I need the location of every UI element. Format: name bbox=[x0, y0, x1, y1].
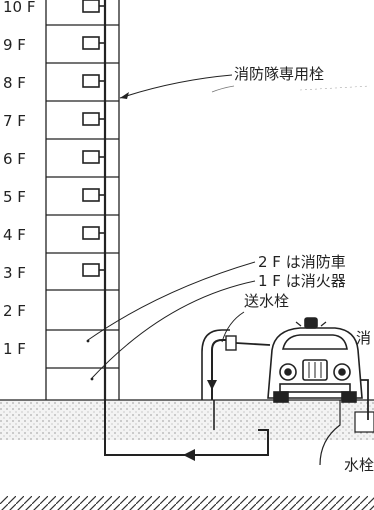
sketch-stroke bbox=[211, 85, 235, 93]
ground bbox=[0, 399, 374, 466]
hose-outlet-box bbox=[82, 226, 105, 240]
water-source-label: 水栓 bbox=[344, 456, 374, 474]
sketch-stroke bbox=[299, 85, 371, 91]
partial-right-label: 消 bbox=[356, 329, 371, 347]
hose-outlets bbox=[82, 0, 105, 277]
foundation-hatching bbox=[0, 496, 374, 510]
inlet-label: 送水栓 bbox=[244, 292, 289, 310]
floor1-leader-dot bbox=[90, 377, 94, 381]
truck-tire-left bbox=[273, 391, 289, 403]
floor-label-1f: 1 F bbox=[3, 340, 26, 358]
hydrant-leader-arrow bbox=[120, 92, 129, 99]
hose-outlet-box bbox=[82, 0, 105, 13]
truck-tire-right bbox=[341, 391, 357, 403]
hose-outlet-box bbox=[82, 188, 105, 202]
manhole-wall bbox=[319, 400, 341, 466]
floor2-leader-line bbox=[87, 261, 256, 341]
dedicated-hydrant-label: 消防隊専用栓 bbox=[234, 65, 324, 83]
floor-label-4f: 4 F bbox=[3, 226, 26, 244]
floor-label-3f: 3 F bbox=[3, 264, 26, 282]
floor2-leader-dot bbox=[86, 339, 90, 343]
hose-outlet-box bbox=[82, 112, 105, 126]
floor-label-9f: 9 F bbox=[3, 36, 26, 54]
floor1-leader-line bbox=[91, 280, 256, 379]
building bbox=[45, 0, 120, 400]
floor2-note: 2 F は消防車 bbox=[258, 253, 346, 271]
siren-ray bbox=[295, 321, 302, 327]
hose-outlet-box bbox=[82, 150, 105, 164]
inlet-valve bbox=[225, 335, 237, 351]
siren-ray bbox=[320, 321, 327, 327]
hose-outlet-box bbox=[82, 263, 105, 277]
inlet-leader-line bbox=[221, 311, 245, 343]
floor-label-7f: 7 F bbox=[3, 112, 26, 130]
inlet-down-arrow-head bbox=[207, 380, 217, 390]
flow-arrow bbox=[183, 449, 195, 461]
floor1-note: 1 F は消火器 bbox=[258, 272, 346, 290]
siren-light-icon bbox=[304, 317, 318, 329]
floor-label-6f: 6 F bbox=[3, 150, 26, 168]
floor-label-5f: 5 F bbox=[3, 188, 26, 206]
floor-labels: 10 F 9 F 8 F 7 F 6 F 5 F 4 F 3 F 2 F 1 F bbox=[3, 0, 35, 358]
floor-label-10f: 10 F bbox=[3, 0, 35, 16]
ground-dots bbox=[0, 400, 374, 440]
fire-truck bbox=[267, 317, 363, 403]
truck-windshield bbox=[281, 334, 348, 350]
hose-to-cistern bbox=[360, 379, 369, 420]
truck-bumper bbox=[279, 383, 351, 393]
inlet-pipe-inner bbox=[201, 329, 230, 400]
hose-outlet-box bbox=[82, 36, 105, 50]
cistern-cover bbox=[354, 411, 374, 433]
inlet-pipe-outer bbox=[211, 339, 230, 400]
hydrant-leader-line bbox=[119, 74, 233, 99]
floor-label-2f: 2 F bbox=[3, 302, 26, 320]
hose-to-truck bbox=[235, 342, 271, 346]
supply-pipe bbox=[104, 400, 269, 456]
hose-outlet-box bbox=[82, 74, 105, 88]
floor-label-8f: 8 F bbox=[3, 74, 26, 92]
